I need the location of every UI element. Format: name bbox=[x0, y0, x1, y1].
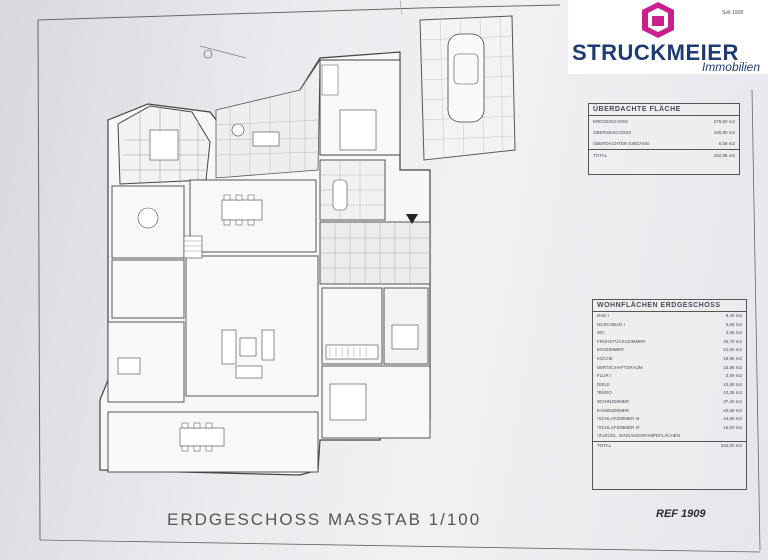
row-label: WC bbox=[597, 330, 605, 336]
row-value: 10,90 m2 bbox=[723, 381, 742, 387]
row-label: *ZUZÜGL. EINGANGSRAMPEFLÄCHEN bbox=[597, 433, 681, 439]
row-label: OBERGESCHOSS bbox=[593, 130, 632, 135]
living-area-total: TOTAL 242,00 m2 bbox=[593, 440, 746, 451]
row-value: 16,66 m2 bbox=[723, 416, 742, 422]
living-area-table: WOHNFLÄCHEN ERDGESCHOSS BAD I 9,40 m2 DUSC… bbox=[592, 299, 747, 490]
table-row: *SCHLAFZIMMER IV 16,00 m2 bbox=[593, 424, 746, 433]
covered-area-total: TOTAL 442,88 m2 bbox=[589, 149, 739, 161]
row-value: 16,00 m2 bbox=[723, 424, 742, 430]
row-label: BAD I bbox=[597, 313, 609, 318]
table-row: WOHNZIMMER 37,40 m2 bbox=[593, 398, 746, 407]
table-row: FRÜHSTÜCKSZIMMER 25,70 m2 bbox=[593, 338, 746, 347]
total-value: 442,88 m2 bbox=[713, 153, 735, 158]
row-value: 40,69 m2 bbox=[723, 407, 742, 413]
table-row: WC 2,55 m2 bbox=[593, 329, 746, 338]
table-row: ERDGESCHOSS 270,50 m2 bbox=[589, 116, 739, 127]
table-row: KAMINZIMMER 40,69 m2 bbox=[593, 407, 746, 416]
row-label: DIELE bbox=[597, 381, 611, 387]
row-value: 5,66 m2 bbox=[725, 321, 742, 327]
row-value: 10,35 m2 bbox=[723, 390, 742, 396]
table-row: OBERGESCHOSS 166,80 m2 bbox=[589, 127, 739, 138]
row-value: 21,50 m2 bbox=[723, 347, 742, 353]
table-row: *BÜRO 10,35 m2 bbox=[593, 389, 746, 398]
row-value: 37,40 m2 bbox=[723, 398, 742, 404]
row-label: FRÜHSTÜCKSZIMMER bbox=[597, 338, 646, 344]
row-label: *SCHLAFZIMMER IV bbox=[597, 424, 640, 430]
total-label: TOTAL bbox=[593, 153, 608, 158]
covered-area-title: ÜBERDACHTE FLÄCHE bbox=[589, 104, 739, 116]
row-label: KAMINZIMMER bbox=[597, 407, 629, 413]
row-value: 2,55 m2 bbox=[725, 330, 742, 336]
row-label: WOHNZIMMER bbox=[597, 398, 629, 404]
row-label: *SCHLAFZIMMER III bbox=[597, 416, 640, 422]
row-label: WIRTSCHAFTSRAUM bbox=[597, 364, 643, 370]
row-value: 18,85 m2 bbox=[723, 355, 742, 361]
row-value: 270,50 m2 bbox=[713, 119, 735, 124]
row-value: 3,99 m2 bbox=[725, 373, 742, 379]
table-row: BAD I 9,40 m2 bbox=[593, 312, 746, 321]
table-row: WIRTSCHAFTSRAUM 15,88 m2 bbox=[593, 364, 746, 373]
total-label: TOTAL bbox=[597, 442, 612, 448]
plan-title: ERDGESCHOSS MASSTAB 1/100 bbox=[167, 510, 482, 529]
row-label: FLUR I bbox=[597, 373, 612, 379]
logo-since: Seit 1908 bbox=[722, 10, 744, 16]
row-value: 25,70 m2 bbox=[723, 338, 742, 344]
row-value: 5,58 m2 bbox=[718, 141, 735, 146]
table-row: *SCHLAFZIMMER III 16,66 m2 bbox=[593, 415, 746, 424]
covered-area-table: ÜBERDACHTE FLÄCHE ERDGESCHOSS 270,50 m2 OB… bbox=[588, 103, 740, 175]
logo-subtitle: Immobilien bbox=[701, 60, 760, 74]
row-value: 166,80 m2 bbox=[713, 130, 735, 135]
table-row: DUSCHBAD I 5,66 m2 bbox=[593, 321, 746, 330]
row-label: *BÜRO bbox=[597, 390, 612, 396]
reference-number: REF 1909 bbox=[656, 508, 706, 520]
table-row: KÜCHE 18,85 m2 bbox=[593, 355, 746, 364]
row-label: ERDGESCHOSS bbox=[593, 119, 629, 124]
row-label: DUSCHBAD I bbox=[597, 321, 625, 327]
total-value: 242,00 m2 bbox=[720, 442, 742, 448]
living-area-title: WOHNFLÄCHEN ERDGESCHOSS bbox=[593, 300, 746, 312]
row-value: 15,88 m2 bbox=[723, 364, 742, 370]
table-row: ÜBERDACHTER EINGANG 5,58 m2 bbox=[589, 138, 739, 149]
company-logo: Seit 1908 STRUCKMEIER Immobilien bbox=[568, 0, 768, 74]
table-row: *ZUZÜGL. EINGANGSRAMPEFLÄCHEN bbox=[593, 432, 746, 441]
logo-mark-icon bbox=[642, 2, 674, 38]
row-label: ÜBERDACHTER EINGANG bbox=[593, 141, 650, 146]
logo-brand: STRUCKMEIER bbox=[572, 40, 739, 65]
table-row: ESSZIMMER 21,50 m2 bbox=[593, 346, 746, 355]
row-value: 9,40 m2 bbox=[725, 313, 742, 318]
row-label: ESSZIMMER bbox=[597, 347, 624, 353]
row-label: KÜCHE bbox=[597, 355, 613, 361]
table-row: DIELE 10,90 m2 bbox=[593, 381, 746, 390]
table-row: FLUR I 3,99 m2 bbox=[593, 372, 746, 381]
